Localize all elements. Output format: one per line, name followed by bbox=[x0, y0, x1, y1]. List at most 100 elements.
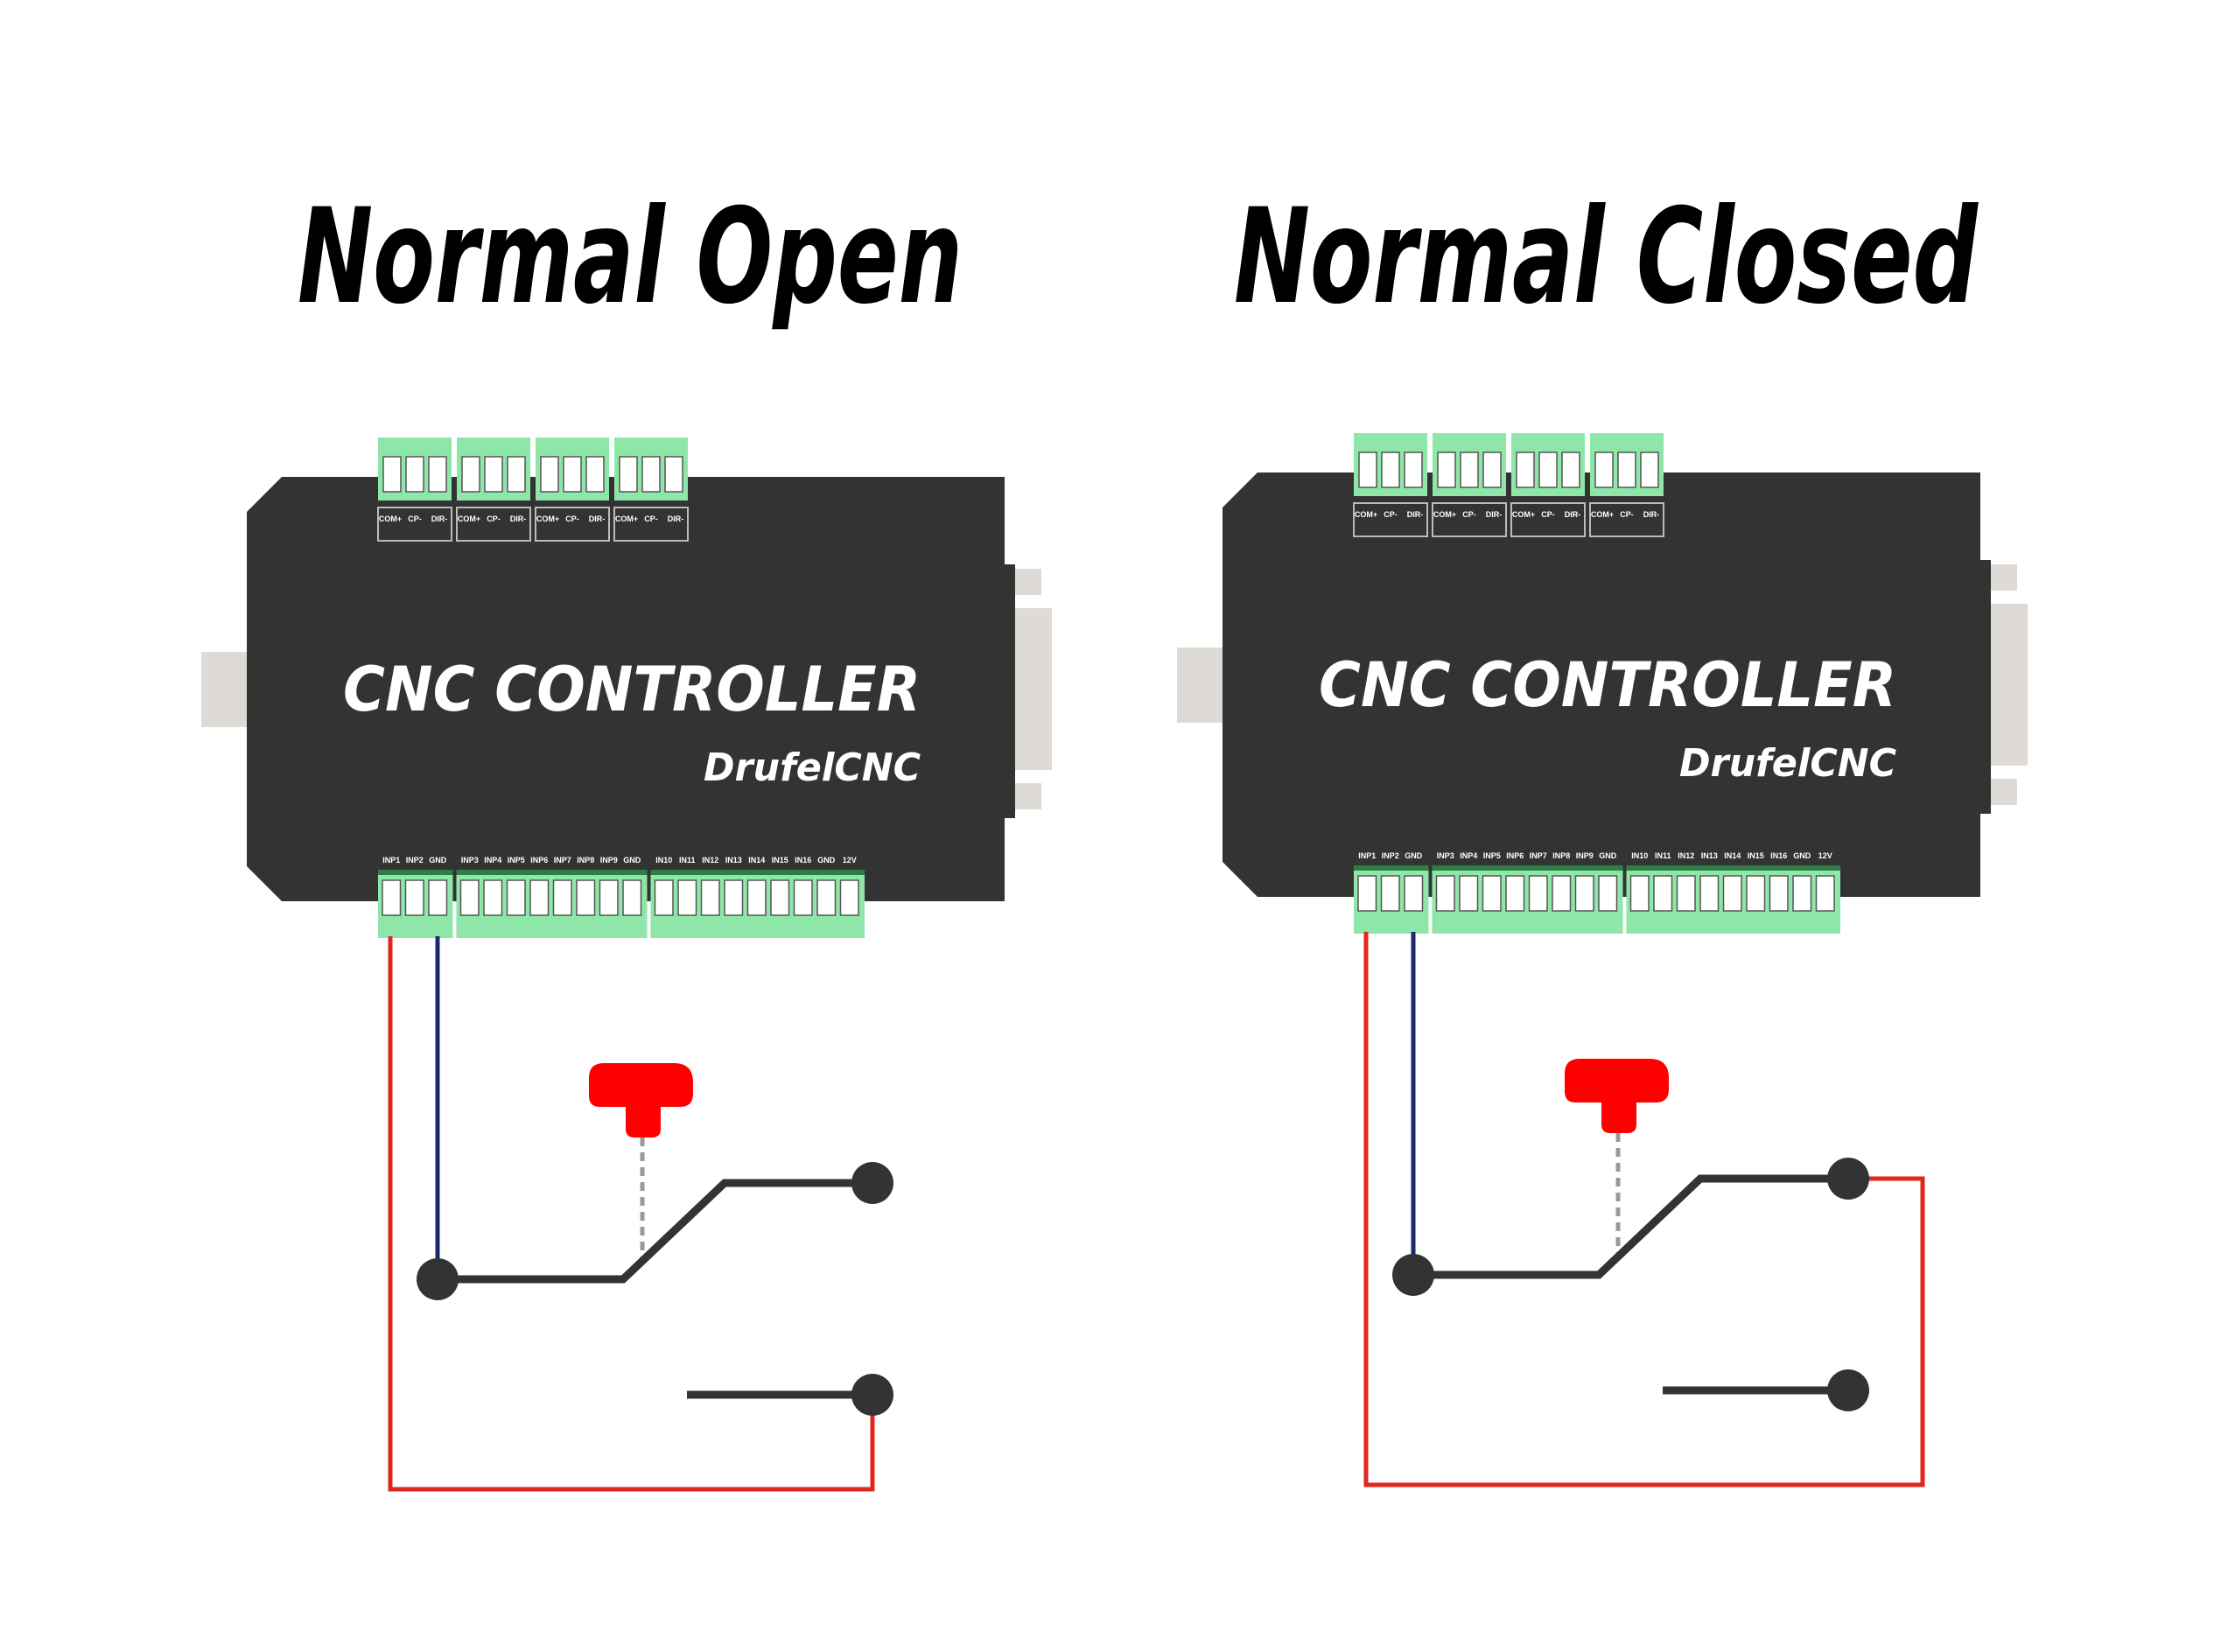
terminal-screw bbox=[839, 879, 859, 916]
terminal-screw bbox=[404, 879, 424, 916]
terminal-screw bbox=[507, 456, 526, 493]
red-wire bbox=[388, 936, 875, 1492]
pin-label: IN13 bbox=[725, 856, 742, 864]
pin-label: IN16 bbox=[795, 856, 811, 864]
terminal-screw bbox=[1538, 452, 1558, 488]
terminal-screw bbox=[816, 879, 837, 916]
pin-label: INP6 bbox=[1506, 851, 1524, 860]
normal-open-panel: Normal Open CNC CONTROLLER DrufelCNC COM… bbox=[201, 181, 1052, 1492]
pin-label: INP7 bbox=[1530, 851, 1547, 860]
pin-label: CP- bbox=[1384, 510, 1398, 519]
pin-label: IN15 bbox=[772, 856, 788, 864]
pin-label: DIR- bbox=[1486, 510, 1503, 519]
terminal-screw bbox=[1516, 452, 1535, 488]
pin-label: INP5 bbox=[508, 856, 525, 864]
terminal-screw bbox=[619, 456, 638, 493]
terminal-screw bbox=[770, 879, 790, 916]
terminal-screw bbox=[1482, 452, 1502, 488]
terminal-screw bbox=[1722, 875, 1742, 912]
terminal-screw bbox=[484, 456, 503, 493]
terminal-screw bbox=[382, 879, 402, 916]
terminal-screw bbox=[461, 456, 480, 493]
push-button-icon bbox=[1565, 1059, 1669, 1133]
terminal-screw bbox=[1617, 452, 1636, 488]
terminal-screw bbox=[700, 879, 720, 916]
terminal-screw bbox=[1640, 452, 1659, 488]
pin-label: COM+ bbox=[458, 514, 480, 523]
stepper-terminal-block: COM+CP-DIR- bbox=[613, 438, 689, 542]
terminal-screw bbox=[746, 879, 767, 916]
terminal-screw bbox=[1381, 452, 1400, 488]
terminal-screw bbox=[1594, 452, 1614, 488]
controller-group: CNC CONTROLLER DrufelCNC COM+CP-DIR-COM+… bbox=[1177, 433, 2028, 934]
pin-label: CP- bbox=[408, 514, 422, 523]
terminal-screw bbox=[793, 879, 813, 916]
pin-label: IN10 bbox=[1631, 851, 1648, 860]
panel-title: Normal Closed bbox=[1234, 181, 1979, 333]
stepper-terminal-block: COM+ CP- DIR- bbox=[456, 438, 531, 542]
pin-label: DIR- bbox=[510, 514, 527, 523]
pin-label: DIR- bbox=[668, 514, 684, 523]
pin-label: CP- bbox=[1462, 510, 1476, 519]
controller-title: CNC CONTROLLER bbox=[1319, 649, 1896, 721]
terminal-screw bbox=[1676, 875, 1696, 912]
pin-label: INP1 bbox=[1358, 851, 1376, 860]
upper-contact-node bbox=[851, 1162, 893, 1204]
upper-contact-node bbox=[1827, 1158, 1869, 1200]
terminal-screw bbox=[552, 879, 572, 916]
switch-lever bbox=[438, 1179, 872, 1284]
pin-label: IN16 bbox=[1770, 851, 1787, 860]
stepper-terminal-block: COM+CP-DIR- bbox=[1353, 433, 1428, 537]
terminal-screw bbox=[724, 879, 744, 916]
pin-label: DIR- bbox=[1565, 510, 1581, 519]
terminal-screw bbox=[428, 456, 447, 493]
terminal-screw bbox=[1769, 875, 1789, 912]
stepper-terminal-block: COM+CP-DIR- bbox=[1510, 433, 1586, 537]
pin-label: IN10 bbox=[655, 856, 672, 864]
pin-label: IN15 bbox=[1748, 851, 1764, 860]
db25-connector bbox=[998, 564, 1052, 818]
terminal-screw bbox=[585, 456, 605, 493]
terminal-screw bbox=[529, 879, 550, 916]
pin-label: COM+ bbox=[1591, 510, 1614, 519]
terminal-screw bbox=[1815, 875, 1835, 912]
panel-title: Normal Open bbox=[298, 181, 963, 333]
pin-label: INP3 bbox=[461, 856, 479, 864]
switch-lever bbox=[1413, 1174, 1848, 1279]
controller-body bbox=[247, 477, 1005, 901]
terminal-screw bbox=[1746, 875, 1766, 912]
terminal-screw bbox=[1574, 875, 1594, 912]
terminal-screw bbox=[576, 879, 596, 916]
controller-group: CNC CONTROLLER DrufelCNC COM+CP-DIR-COM+… bbox=[201, 438, 1052, 938]
pin-label: COM+ bbox=[379, 514, 402, 523]
terminal-screw bbox=[1357, 875, 1377, 912]
pin-label: 12V bbox=[843, 856, 857, 864]
terminal-screw bbox=[599, 879, 619, 916]
stepper-terminals: COM+CP-DIR-COM+CP-DIR-COM+CP-DIR-COM+CP-… bbox=[377, 438, 689, 542]
pin-label: INP4 bbox=[484, 856, 501, 864]
pin-label: GND bbox=[1599, 851, 1617, 860]
pin-label: GND bbox=[623, 856, 641, 864]
terminal-screw bbox=[1629, 875, 1650, 912]
pin-label: CP- bbox=[1620, 510, 1634, 519]
wiring bbox=[1363, 932, 1925, 1488]
terminal-screw bbox=[483, 879, 503, 916]
terminal-screw bbox=[506, 879, 526, 916]
pin-label: INP9 bbox=[600, 856, 618, 864]
terminal-screw bbox=[677, 879, 697, 916]
stepper-terminal-block: COM+CP-DIR- bbox=[377, 438, 452, 542]
stepper-terminal-block: COM+CP-DIR- bbox=[1589, 433, 1664, 537]
pin-label: INP4 bbox=[1460, 851, 1477, 860]
terminal-screw bbox=[1435, 875, 1455, 912]
pin-label: CP- bbox=[487, 514, 501, 523]
pin-label: INP7 bbox=[554, 856, 571, 864]
terminal-screw bbox=[459, 879, 480, 916]
push-button-icon bbox=[589, 1063, 693, 1138]
pin-label: GND bbox=[817, 856, 836, 864]
pin-label: IN12 bbox=[1678, 851, 1694, 860]
